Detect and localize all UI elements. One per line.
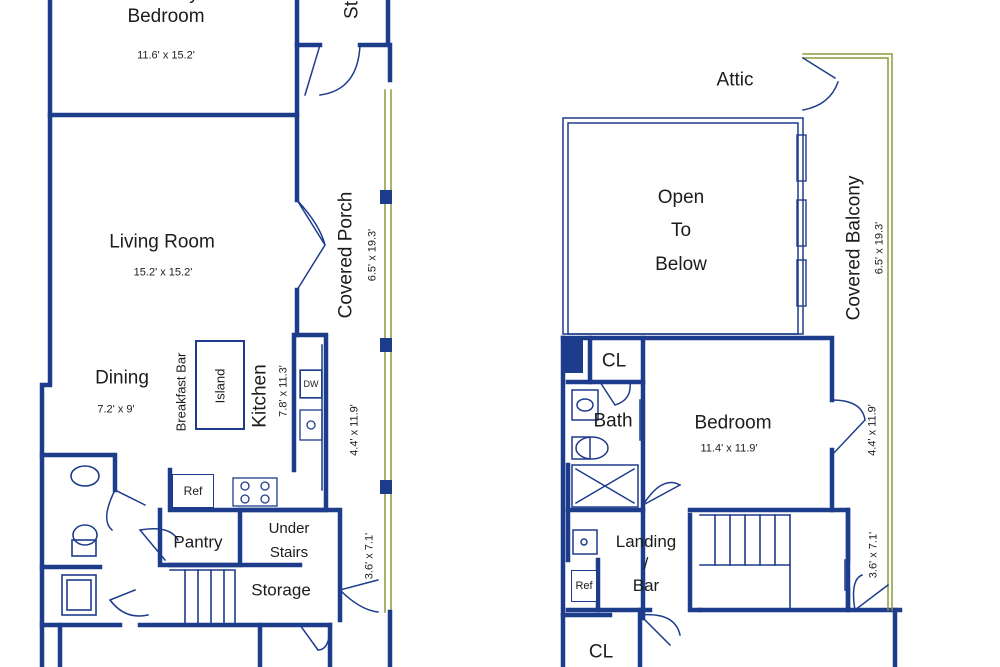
- covered-balcony-label: Covered Balcony: [843, 175, 865, 321]
- dishwasher: DW: [300, 370, 322, 398]
- bath-label: Bath: [593, 410, 633, 432]
- ground-doors: [106, 44, 379, 652]
- primary-bedroom-label: Primary Bedroom: [127, 0, 205, 27]
- porch-posts: [380, 190, 392, 494]
- porch-dim-2: 3.6' x 7.1': [363, 532, 376, 580]
- open-to-below-label: Open To Below: [655, 187, 707, 275]
- fridge-upper: Ref: [571, 570, 597, 602]
- under-stairs-label: Under Stairs: [268, 520, 310, 561]
- landing-label: Landing / Bar: [615, 531, 677, 596]
- balcony-dim-2: 3.6' x 7.1': [867, 531, 880, 579]
- bedroom-label: Bedroom: [694, 412, 772, 434]
- pantry-label: Pantry: [173, 532, 223, 552]
- upper-stairs: [699, 514, 791, 611]
- balcony-dim-1: 4.4' x 11.9': [866, 404, 879, 456]
- upper-bath-fixtures: [571, 389, 639, 555]
- closet-upper-label: CL: [601, 350, 627, 372]
- dining-dim: 7.2' x 9': [97, 403, 135, 416]
- covered-porch-dim: 6.5' x 19.3': [366, 228, 379, 282]
- living-room-dim: 15.2' x 15.2': [133, 266, 193, 279]
- upper-black-corner: [563, 338, 583, 373]
- ground-stairs: [169, 569, 236, 626]
- open-to-below-outline: [562, 117, 804, 335]
- kitchen-label: Kitchen: [249, 364, 271, 428]
- upper-floor-walls: [560, 335, 903, 667]
- kitchen-dim: 7.8' x 11.3': [277, 365, 290, 417]
- porch-dim-1: 4.4' x 11.9': [348, 404, 361, 456]
- covered-balcony-dim: 6.5' x 19.3': [873, 221, 886, 275]
- upper-windows: [796, 134, 807, 307]
- ground-floor-walls: [39, 0, 393, 667]
- upper-doors: [598, 56, 890, 647]
- bedroom-dim: 11.4' x 11.9': [700, 442, 758, 455]
- kitchen-fixtures: [232, 369, 323, 507]
- storage-top-label: St: [341, 1, 363, 19]
- balcony-rail: [802, 53, 893, 611]
- breakfast-bar-label: Breakfast Bar: [173, 352, 189, 432]
- closet-lower-label: CL: [588, 641, 614, 663]
- primary-bedroom-dim: 11.6' x 15.2': [137, 49, 195, 62]
- fridge-ground: Ref: [172, 474, 214, 508]
- island-box: [195, 340, 245, 430]
- attic-label: Attic: [716, 69, 754, 91]
- covered-porch-label: Covered Porch: [335, 191, 357, 319]
- ground-bath-fixtures: [61, 465, 100, 616]
- living-room-label: Living Room: [109, 231, 215, 253]
- storage-label: Storage: [251, 580, 311, 600]
- island-label: Island: [212, 368, 228, 404]
- dining-label: Dining: [95, 367, 149, 389]
